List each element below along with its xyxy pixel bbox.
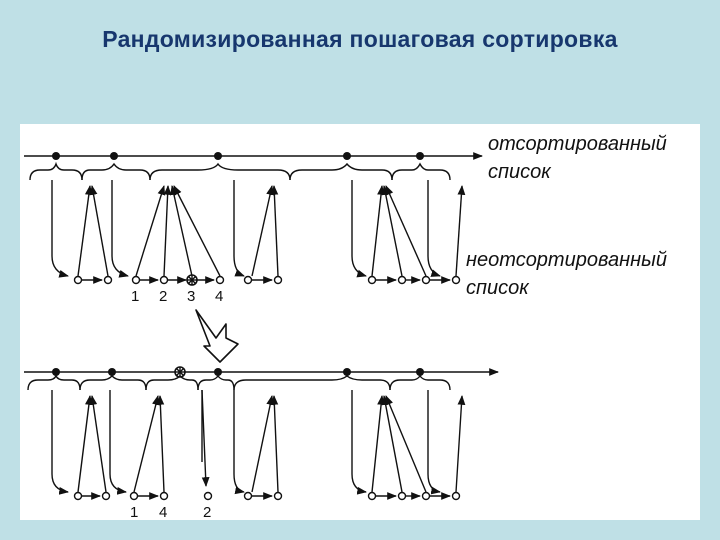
unsorted-label-line2: список [466, 277, 530, 299]
top-unsorted-points [73, 275, 461, 285]
bottom-brace-4 [197, 374, 235, 391]
unsorted-label-line1: неотсортированный [466, 249, 667, 271]
top-brace-3 [149, 162, 291, 181]
transition-arrow [195, 309, 239, 363]
top-index-4: 4 [215, 288, 223, 305]
bottom-brace-1 [27, 374, 81, 391]
top-diagram [24, 152, 483, 286]
slide-title: Рандомизированная пошаговая сортировка [102, 26, 618, 52]
top-brace-1 [29, 161, 83, 181]
bottom-brace-3 [145, 375, 199, 391]
top-chosen-point [186, 274, 198, 286]
bottom-index-3: 2 [203, 504, 211, 520]
top-brace-2 [81, 162, 151, 181]
bottom-brace-2 [79, 375, 147, 391]
top-index-2: 2 [159, 288, 167, 305]
diagram-svg: 1 2 3 4 отсортированный список неотсорти… [24, 133, 667, 520]
diagram-figure: 1 2 3 4 отсортированный список неотсорти… [20, 124, 700, 520]
bottom-index-2: 4 [159, 504, 167, 520]
sorted-label-line2: список [488, 161, 552, 183]
top-sorted-points [52, 152, 424, 160]
top-index-3: 3 [187, 288, 195, 305]
top-index-1: 1 [131, 288, 139, 305]
top-brace-5 [391, 162, 451, 181]
bottom-brace-5 [233, 375, 391, 391]
bottom-sorted-points [52, 368, 424, 376]
bottom-unsorted-points [73, 491, 461, 501]
top-brace-4 [289, 162, 393, 181]
bottom-index-1: 1 [130, 504, 138, 520]
bottom-brace-6 [389, 374, 451, 391]
sorted-label-line1: отсортированный [488, 133, 667, 155]
bottom-diagram [24, 366, 499, 501]
